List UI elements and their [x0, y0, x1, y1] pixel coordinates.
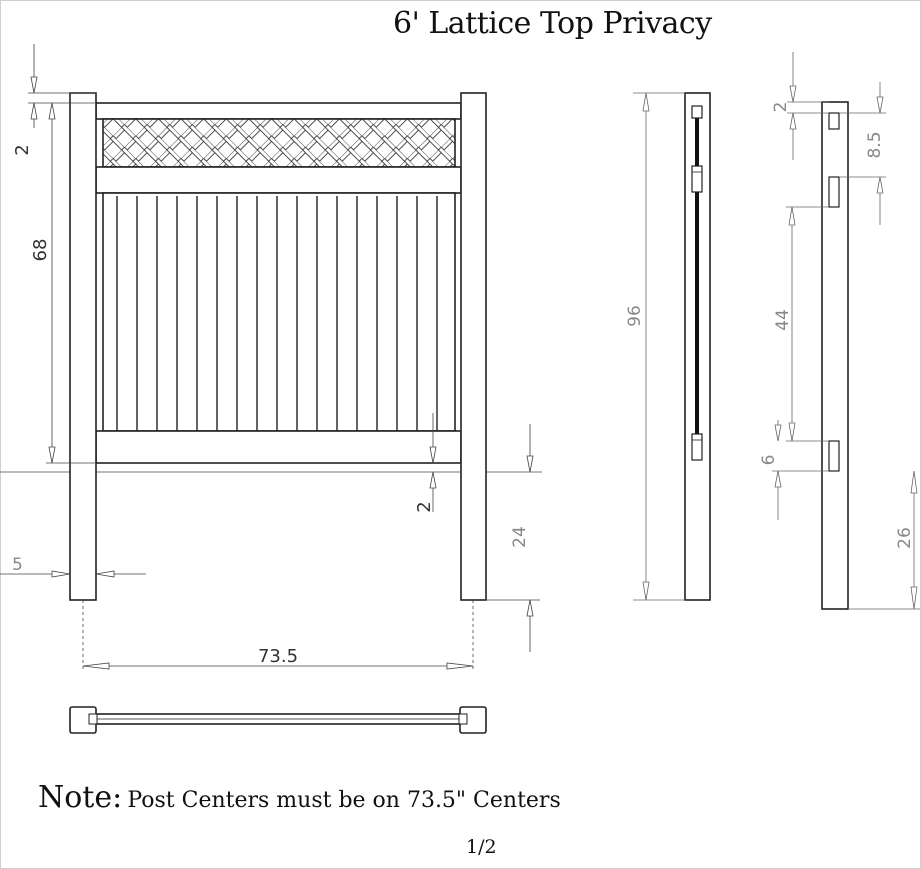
left-post — [69, 92, 97, 601]
note-label: Note: — [38, 780, 123, 815]
lattice-panel — [102, 118, 456, 168]
dim-post-length: 96 — [625, 305, 645, 327]
post-detail-dimensions — [772, 52, 920, 610]
dim-post-width: 5 — [12, 555, 23, 575]
dim-rail-bottom-offset: 6 — [759, 455, 779, 466]
dim-panel-height: 68 — [30, 239, 51, 262]
dim-bottom-gap: 2 — [414, 501, 435, 512]
dim-in-ground: 24 — [510, 526, 530, 548]
top-rail — [95, 102, 462, 120]
note-text: Post Centers must be on 73.5" Centers — [127, 788, 561, 813]
page-number: 1/2 — [466, 836, 497, 858]
bottom-rail — [95, 430, 462, 464]
mid-rail — [95, 166, 462, 194]
dim-rail-spacing-upper: 8.5 — [865, 131, 885, 158]
pickets — [116, 196, 438, 431]
rail-slot-top — [828, 112, 840, 130]
dim-rail-spacing-main: 44 — [773, 309, 793, 331]
dim-rail-top-offset: 2 — [771, 102, 791, 113]
side-dimensions — [633, 92, 685, 601]
drawing-title: 6' Lattice Top Privacy — [393, 6, 712, 41]
side-view — [684, 92, 711, 601]
post-detail — [821, 101, 849, 610]
front-dimensions — [0, 44, 540, 672]
dim-top-gap: 2 — [12, 144, 33, 155]
rail-slot-mid — [828, 176, 840, 208]
plan-view — [69, 706, 487, 734]
dim-post-bury: 26 — [895, 527, 915, 549]
dim-post-centers: 73.5 — [258, 646, 298, 667]
post-centers-note: Note: Post Centers must be on 73.5" Cent… — [38, 780, 561, 815]
picket-infill — [102, 192, 456, 432]
rail-slot-bottom — [828, 440, 840, 472]
front-elevation — [0, 92, 542, 601]
right-post — [460, 92, 487, 601]
